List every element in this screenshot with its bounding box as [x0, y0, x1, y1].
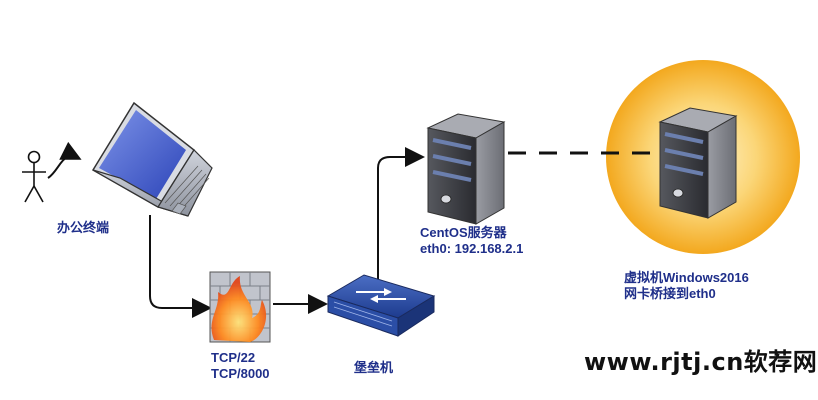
server-icon: [426, 113, 506, 225]
laptop-icon: [91, 101, 213, 217]
connector-person-laptop: [47, 141, 82, 179]
centos-server-label-line1: CentOS服务器: [420, 225, 507, 240]
stick-figure-icon: [22, 150, 46, 203]
vm-label: 虚拟机Windows2016 网卡桥接到eth0: [624, 270, 749, 302]
connector-laptop-firewall: [149, 215, 212, 318]
watermark: www.rjtj.cn软荐网: [584, 348, 818, 376]
connector-bastion-centos: [377, 147, 425, 282]
centos-server-label: CentOS服务器 eth0: 192.168.2.1: [420, 225, 523, 257]
vm-label-line1: 虚拟机Windows2016: [624, 270, 749, 285]
office-terminal-label: 办公终端: [57, 220, 110, 235]
switch-icon: [326, 274, 436, 337]
firewall-port-22: TCP/22: [211, 350, 256, 365]
firewall-ports-label: TCP/22 TCP/8000: [211, 350, 270, 382]
bastion-label: 堡垒机: [354, 360, 394, 375]
centos-server-label-line2: eth0: 192.168.2.1: [420, 241, 524, 256]
firewall-port-8000: TCP/8000: [211, 366, 270, 381]
virtual-server-icon: [658, 107, 738, 219]
firewall-icon: [209, 271, 271, 343]
vm-label-line2: 网卡桥接到eth0: [624, 286, 716, 301]
